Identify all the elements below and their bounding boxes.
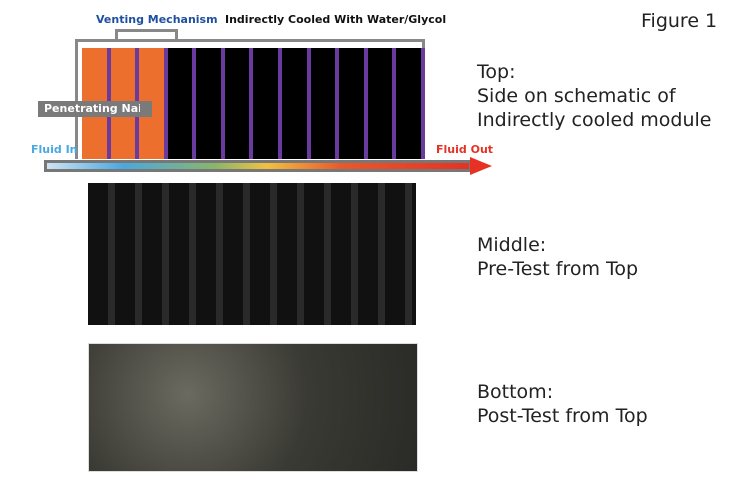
- penetrating-nail-arrow: Penetrating Nail: [38, 101, 152, 117]
- battery-cell: [253, 48, 283, 159]
- battery-cell: [396, 48, 425, 159]
- caption-line: Side on schematic of: [477, 85, 676, 107]
- caption-line: Middle:: [477, 234, 547, 256]
- cooling-label: Indirectly Cooled With Water/Glycol: [225, 13, 447, 26]
- battery-cell: [282, 48, 311, 159]
- battery-cell: [224, 48, 254, 159]
- battery-cell: [167, 48, 197, 159]
- flow-arrow-icon: [470, 157, 492, 175]
- fluid-out-label: Fluid Out: [436, 143, 494, 156]
- battery-cell: [367, 48, 397, 159]
- battery-cell: [339, 48, 368, 159]
- nail-arrow-tip: [140, 101, 152, 117]
- figure-label: Figure 1: [641, 10, 718, 32]
- fluid-in-label: Fluid In: [31, 143, 78, 156]
- battery-cell: [196, 48, 225, 159]
- caption-line: Bottom:: [477, 381, 554, 403]
- pre-test-photo: [88, 183, 416, 325]
- caption-line: Pre-Test from Top: [477, 258, 639, 280]
- post-test-photo: [88, 343, 418, 472]
- caption-bottom: Bottom: Post-Test from Top: [477, 380, 648, 428]
- coolant-channel: [44, 160, 472, 172]
- venting-label: Venting Mechanism: [96, 13, 218, 26]
- caption-line: Top:: [477, 61, 516, 83]
- venting-bracket: [115, 29, 178, 41]
- caption-line: Post-Test from Top: [477, 405, 648, 427]
- caption-line: Indirectly cooled module: [477, 109, 712, 131]
- caption-top: Top: Side on schematic of Indirectly coo…: [477, 60, 712, 132]
- caption-middle: Middle: Pre-Test from Top: [477, 233, 638, 281]
- battery-cell: [310, 48, 340, 159]
